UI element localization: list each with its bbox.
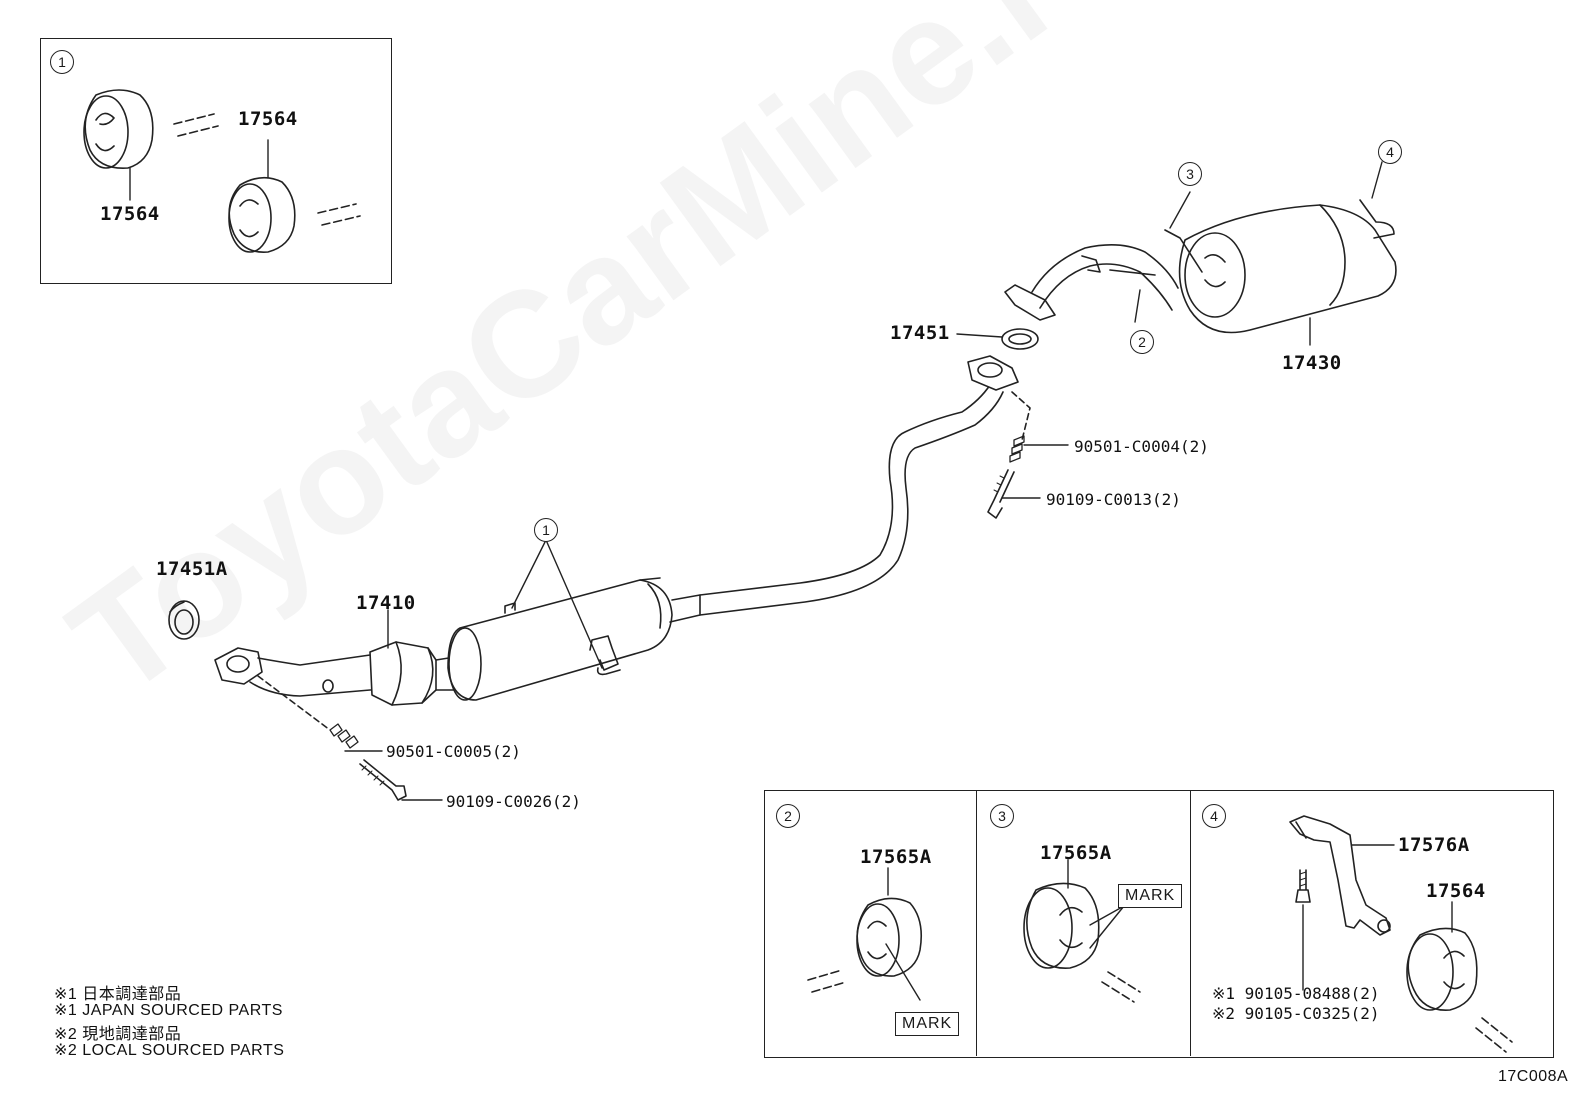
inset-divider-1 [976, 790, 977, 1056]
inset3-mark: MARK [1118, 884, 1183, 908]
label-17451a: 17451A [156, 558, 228, 580]
inset1-badge: 1 [50, 50, 74, 74]
inset2-mark: MARK [895, 1012, 960, 1036]
note-2: ※1 JAPAN SOURCED PARTS [54, 1002, 283, 1019]
front-fasteners [257, 675, 407, 801]
inset4-bolt1: ※1 90105-08488(2) [1212, 984, 1380, 1003]
callout-1: 1 [534, 518, 558, 542]
inset-bottom-frame [764, 790, 1554, 1058]
gasket-17451 [1001, 328, 1039, 350]
inset3-drawing [1023, 859, 1141, 1003]
inset1-part-lower: 17564 [100, 203, 160, 225]
callout-4: 4 [1378, 140, 1402, 164]
note-1: ※1 日本調達部品 [54, 986, 182, 1003]
leader-lines [344, 161, 1383, 801]
label-17430: 17430 [1282, 352, 1342, 374]
inset4-drawing [1289, 815, 1513, 1053]
label-spring-rear: 90501-C0004(2) [1074, 437, 1209, 456]
callout-3: 3 [1178, 162, 1202, 186]
gasket-17451a [168, 600, 200, 640]
inset2-drawing [807, 867, 923, 1001]
diagram-code: 17C008A [1498, 1068, 1569, 1085]
label-bolt-front: 90109-C0026(2) [446, 792, 581, 811]
rear-muffler-17430 [1004, 199, 1397, 334]
note-3: ※2 現地調達部品 [54, 1026, 182, 1043]
label-spring-front: 90501-C0005(2) [386, 742, 521, 761]
rear-fasteners [987, 391, 1031, 519]
label-17451: 17451 [890, 322, 950, 344]
callout-2: 2 [1130, 330, 1154, 354]
inset4-bracket: 17576A [1398, 834, 1470, 856]
inset3-part: 17565A [1040, 842, 1112, 864]
inset1-frame [40, 38, 392, 284]
inset1-drawing [83, 89, 361, 253]
inset-divider-2 [1190, 790, 1191, 1056]
inset2-badge: 2 [776, 804, 800, 828]
inset4-badge: 4 [1202, 804, 1226, 828]
inset1-part-upper: 17564 [238, 108, 298, 130]
label-17410: 17410 [356, 592, 416, 614]
inset2-part: 17565A [860, 846, 932, 868]
note-4: ※2 LOCAL SOURCED PARTS [54, 1042, 285, 1059]
front-pipe-assembly [214, 355, 1019, 706]
label-bolt-rear: 90109-C0013(2) [1046, 490, 1181, 509]
inset3-badge: 3 [990, 804, 1014, 828]
inset4-bolt2: ※2 90105-C0325(2) [1212, 1004, 1380, 1023]
inset4-hanger: 17564 [1426, 880, 1486, 902]
